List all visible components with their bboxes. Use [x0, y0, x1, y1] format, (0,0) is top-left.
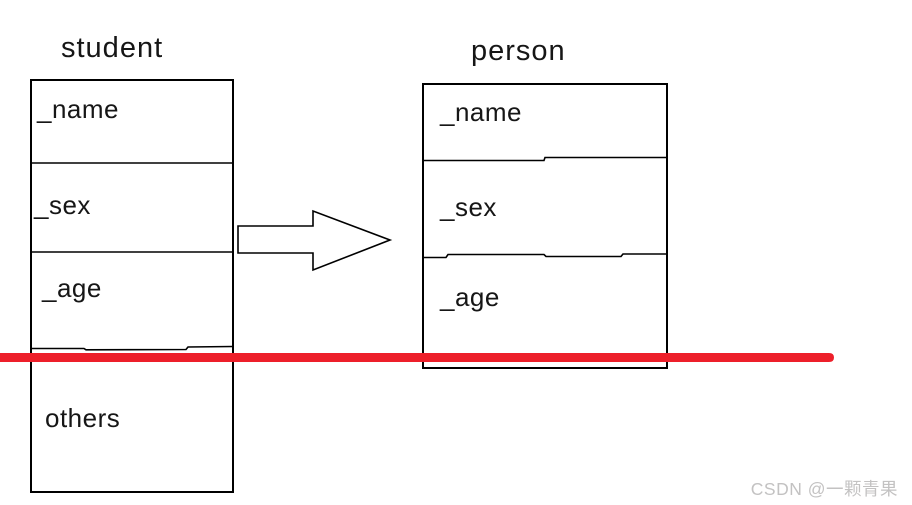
person-field-sex: _sex [440, 192, 497, 222]
person-divider-sex-age-handdrawn [423, 253, 667, 259]
csdn-watermark: CSDN @一颗青果 [750, 479, 898, 499]
person-field-name: _name [440, 97, 522, 127]
student-field-age: _age [42, 273, 102, 303]
person-divider-name-sex-handdrawn [423, 156, 667, 162]
student-divider-age-others-handdrawn [31, 345, 234, 351]
student-field-sex: _sex [34, 190, 91, 220]
right-arrow-icon [237, 209, 393, 272]
person-table-title: person [471, 35, 566, 67]
red-strikethrough-line [0, 353, 834, 362]
student-table-outline [30, 79, 234, 493]
student-field-name: _name [37, 94, 119, 124]
student-field-others: others [45, 403, 121, 433]
person-table-outline [422, 83, 668, 369]
person-field-age: _age [440, 282, 500, 312]
student-table-title: student [61, 32, 164, 64]
